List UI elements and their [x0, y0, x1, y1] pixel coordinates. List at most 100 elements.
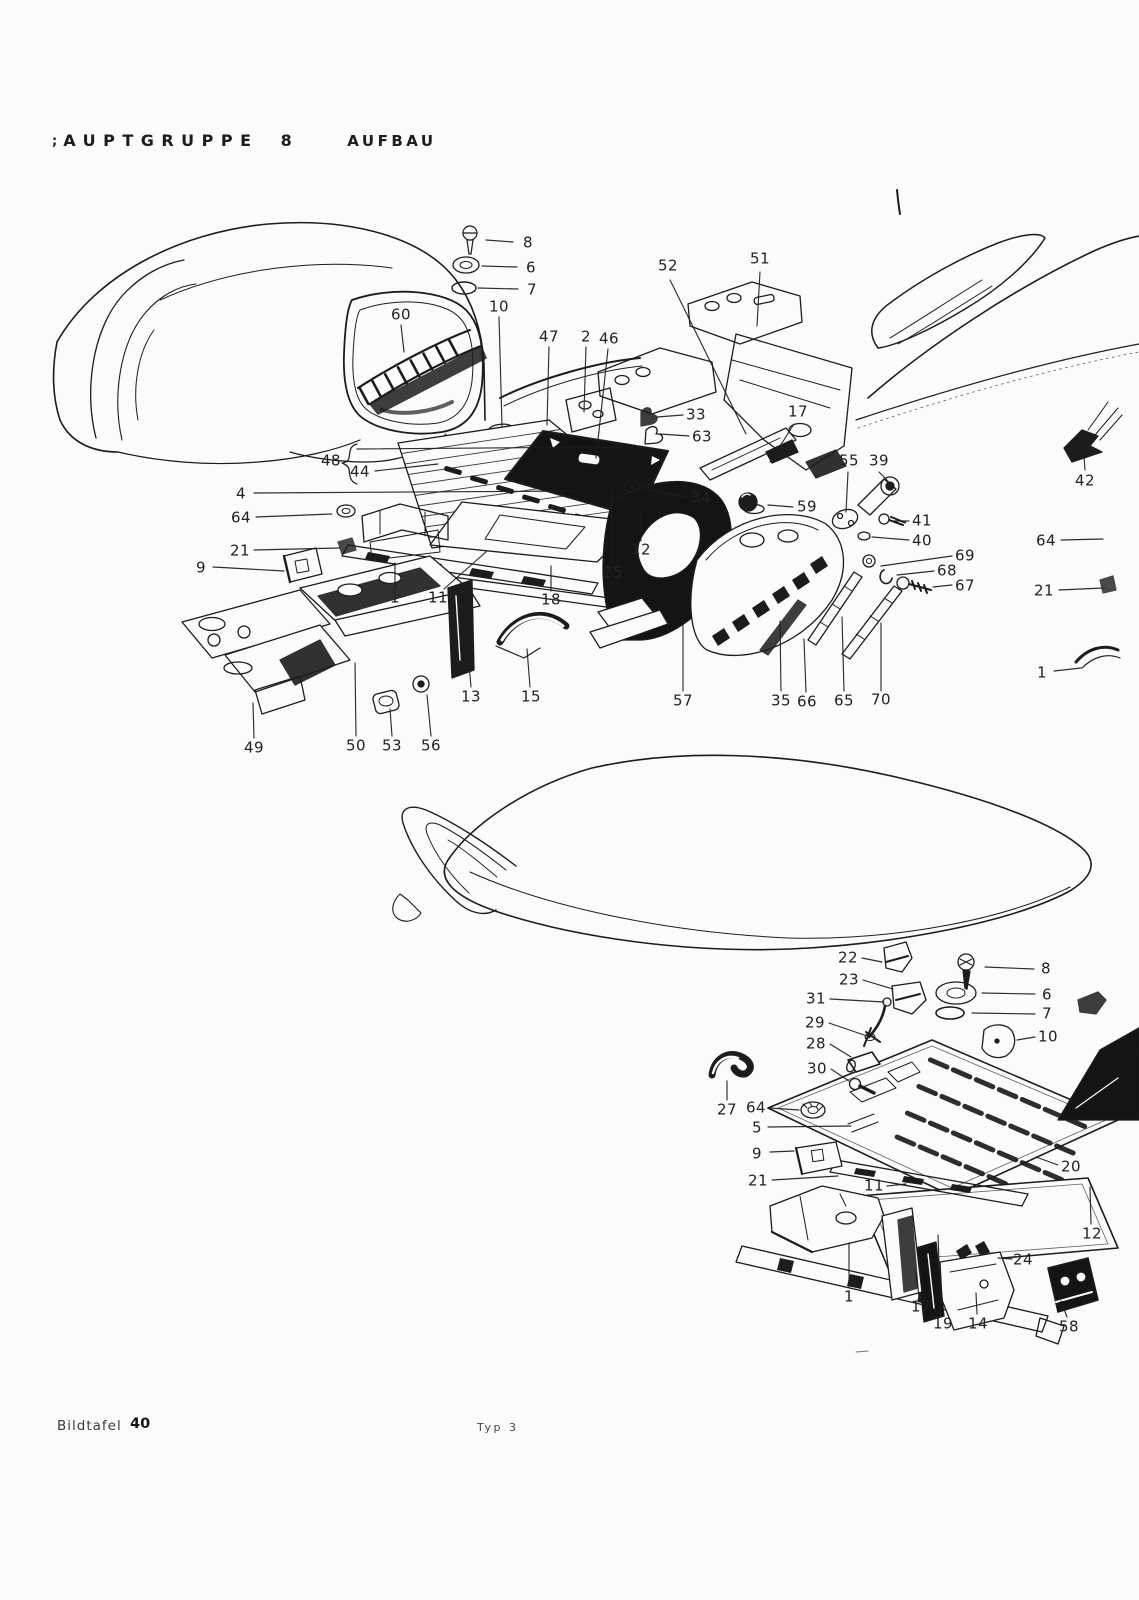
- callout-label: 33: [685, 405, 707, 424]
- rail-part-17: [699, 427, 797, 481]
- leader-line: [253, 490, 579, 494]
- leader-line: [769, 1150, 795, 1153]
- leader-line: [1060, 1300, 1068, 1318]
- leader-line: [212, 566, 285, 572]
- leader-line: [829, 1043, 852, 1058]
- seal-ring-part-7b: [935, 1006, 965, 1020]
- callout-brace: [341, 443, 358, 485]
- callout-label: 40: [911, 531, 933, 550]
- leader-line: [767, 1125, 852, 1128]
- callout-label: 10: [488, 297, 510, 316]
- callout-label: 64: [230, 508, 252, 527]
- leader-line: [400, 324, 405, 353]
- leader-line: [871, 536, 910, 541]
- bracket-part-1b: [769, 1185, 885, 1254]
- nut-part-56: [412, 675, 430, 693]
- leader-line: [984, 966, 1035, 970]
- callout-label: 1: [389, 588, 401, 607]
- leader-line: [426, 694, 432, 737]
- plate-label: Bildtafel: [57, 1418, 122, 1434]
- leader-line: [659, 433, 690, 437]
- leader-line: [880, 555, 953, 567]
- callout-label: 48: [320, 451, 342, 470]
- roof-panel-art: [392, 754, 1092, 951]
- bushing-part-59: [738, 492, 765, 515]
- screw-part: [462, 225, 478, 255]
- leader-line: [767, 504, 794, 508]
- handle-part-15: [495, 612, 570, 659]
- callout-label: 58: [1058, 1317, 1080, 1336]
- leader-line: [639, 512, 642, 542]
- front-body-partial-art: [855, 189, 1139, 429]
- leader-line: [669, 279, 747, 435]
- callout-label: 67: [954, 576, 976, 595]
- callout-label: 34: [690, 488, 712, 507]
- callout-label: 8: [1040, 959, 1052, 978]
- washer-part-64: [336, 504, 356, 518]
- header-fragment: ;: [52, 134, 60, 149]
- leader-line: [481, 265, 518, 268]
- callout-label: 64: [1035, 531, 1057, 550]
- callout-label: 46: [598, 329, 620, 348]
- leader-line: [769, 423, 795, 463]
- leader-line: [862, 979, 894, 990]
- leader-line: [830, 1068, 850, 1082]
- molding-part-65: [807, 571, 863, 646]
- leader-line: [1083, 456, 1086, 471]
- valance-slots: [712, 556, 828, 646]
- callout-label: 59: [796, 497, 818, 516]
- bolt-part-41: [878, 513, 906, 526]
- bolt-part-67: [896, 576, 932, 594]
- leader-line: [828, 1022, 868, 1037]
- leader-line: [546, 346, 550, 426]
- callout-label: 17: [910, 1297, 932, 1316]
- clip-part-right-edge: [1077, 991, 1107, 1015]
- leader-line: [656, 414, 684, 418]
- leader-line: [641, 488, 688, 498]
- leader-line: [443, 550, 488, 590]
- callout-label: 31: [805, 989, 827, 1008]
- quarter-bracket-part-50: [299, 555, 481, 637]
- page-title: AUPTGRUPPE 8: [63, 131, 300, 150]
- callout-label: 30: [806, 1059, 828, 1078]
- callout-label: 24: [1012, 1250, 1034, 1269]
- clip-part-63: [644, 425, 664, 445]
- callout-label: 41: [911, 511, 933, 530]
- leader-line: [915, 1271, 920, 1298]
- pocket-bracket-part-9: [282, 547, 323, 584]
- molding-part-70: [841, 585, 903, 660]
- callout-label: 21: [747, 1171, 769, 1190]
- callout-label: 17: [787, 402, 809, 421]
- callout-label: 13: [460, 687, 482, 706]
- seal-ring-part: [451, 281, 477, 295]
- leader-lines: [212, 239, 1104, 1318]
- callout-label: 29: [804, 1013, 826, 1032]
- hook-part-27: [708, 1051, 754, 1079]
- leader-line: [971, 1012, 1036, 1015]
- callout-label: 35: [770, 691, 792, 710]
- hinge-part-39: [857, 476, 900, 516]
- callout-label: 7: [526, 280, 538, 299]
- grommet-part-6b: [935, 981, 977, 1005]
- leader-line: [771, 1175, 839, 1181]
- callout-label: 4: [235, 484, 247, 503]
- leader-line: [485, 239, 514, 243]
- callout-label: 18: [540, 590, 562, 609]
- leader-line: [981, 992, 1036, 995]
- leader-line: [465, 628, 472, 688]
- plate-number: 40: [130, 1416, 151, 1432]
- leader-line: [779, 620, 782, 692]
- pin-part-28: [847, 1051, 881, 1073]
- bolt-part-30: [848, 1077, 876, 1095]
- fastener-parts-24: [956, 1241, 990, 1260]
- molding-part-66: [759, 599, 807, 656]
- engine-lid-louvres: [356, 328, 487, 415]
- leader-line: [878, 471, 889, 482]
- leader-line: [975, 1292, 978, 1315]
- leader-line: [595, 348, 609, 459]
- clip-part-21: [337, 537, 357, 555]
- callout-label: 50: [345, 736, 367, 755]
- leader-line: [841, 616, 845, 692]
